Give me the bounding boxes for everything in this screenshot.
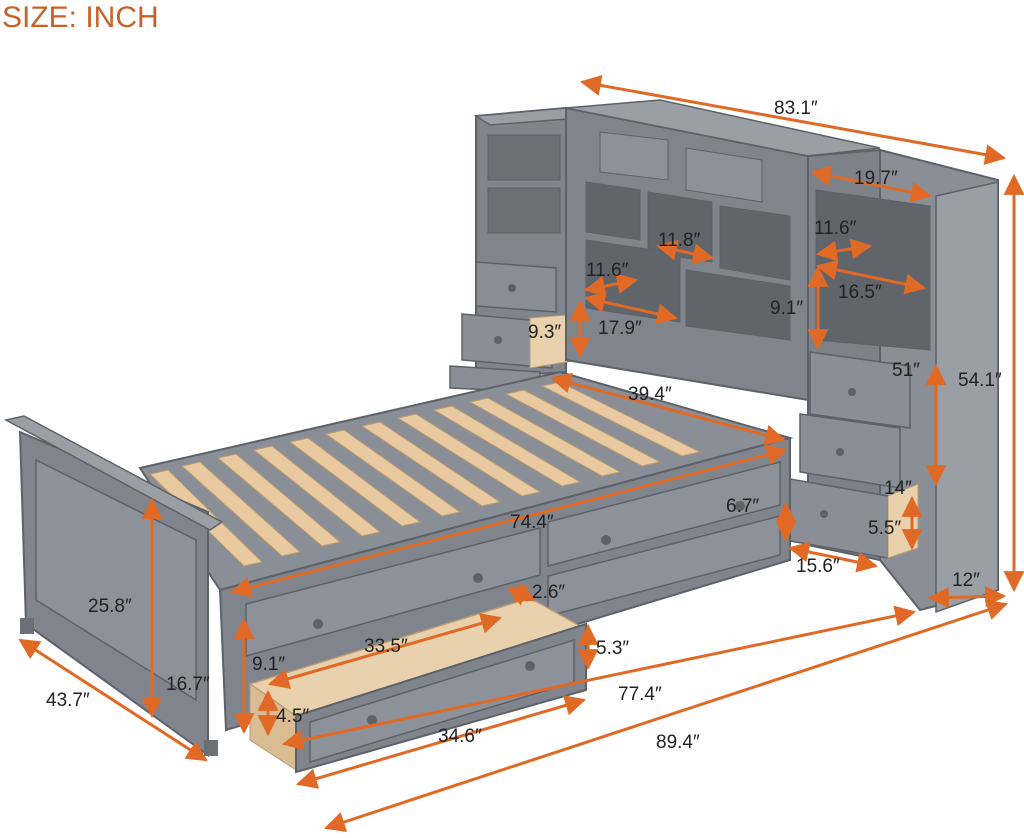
label-43-7: 43.7″ (46, 690, 90, 711)
label-4-5: 4.5″ (276, 706, 309, 727)
label-11-6-tower: 11.6″ (814, 218, 857, 239)
label-11-6-headboard: 11.6″ (586, 260, 629, 281)
label-9-1-drawer: 9.1″ (252, 654, 285, 675)
label-16-5: 16.5″ (838, 282, 882, 303)
label-25-8: 25.8″ (88, 596, 132, 617)
label-51: 51″ (892, 360, 920, 381)
label-89-4: 89.4″ (656, 732, 700, 753)
arrow-11-8 (655, 239, 715, 265)
arrow-83-1 (579, 75, 1007, 165)
label-34-6: 34.6″ (438, 726, 482, 747)
size-unit-title: SIZE: INCH (2, 1, 159, 34)
arrow-15-6 (787, 541, 879, 573)
arrow-74-4 (229, 444, 789, 598)
bed-illustration (3, 99, 999, 774)
arrow-11-6-tower (815, 238, 873, 262)
label-16-7: 16.7″ (166, 674, 210, 695)
label-54-1: 54.1″ (958, 370, 1002, 391)
label-12: 12″ (952, 570, 980, 591)
arrow-12 (927, 586, 1007, 608)
label-77-4: 77.4″ (618, 684, 662, 705)
arrow-16-5 (815, 259, 927, 295)
arrow-2-6 (506, 582, 536, 606)
label-33-5: 33.5″ (364, 636, 408, 657)
left-tower (449, 106, 583, 393)
label-2-6: 2.6″ (532, 582, 565, 603)
arrow-89-4 (324, 599, 1008, 833)
arrow-43-7 (18, 638, 208, 762)
label-5-5: 5.5″ (868, 518, 901, 539)
label-15-6: 15.6″ (796, 556, 840, 577)
arrow-11-6-headboard (583, 273, 639, 297)
label-19-7: 19.7″ (854, 168, 898, 189)
label-14: 14″ (884, 478, 912, 499)
arrow-17-9 (583, 291, 679, 325)
label-11-8: 11.8″ (658, 230, 701, 251)
label-83-1: 83.1″ (774, 98, 818, 119)
label-74-4: 74.4″ (510, 512, 554, 533)
label-9-3: 9.3″ (528, 322, 561, 343)
arrow-39-4 (549, 372, 787, 446)
dimension-labels: 83.1″ 54.1″ 12″ 19.7″ 11.6″ 16.5″ 9.1″ 1… (46, 98, 1002, 753)
dimension-arrows (18, 75, 1024, 833)
arrow-19-7 (809, 165, 933, 203)
label-9-1-tower: 9.1″ (770, 298, 803, 319)
label-6-7: 6.7″ (726, 496, 759, 517)
label-5-3: 5.3″ (596, 638, 629, 659)
label-17-9: 17.9″ (598, 318, 642, 339)
label-39-4: 39.4″ (628, 384, 672, 405)
